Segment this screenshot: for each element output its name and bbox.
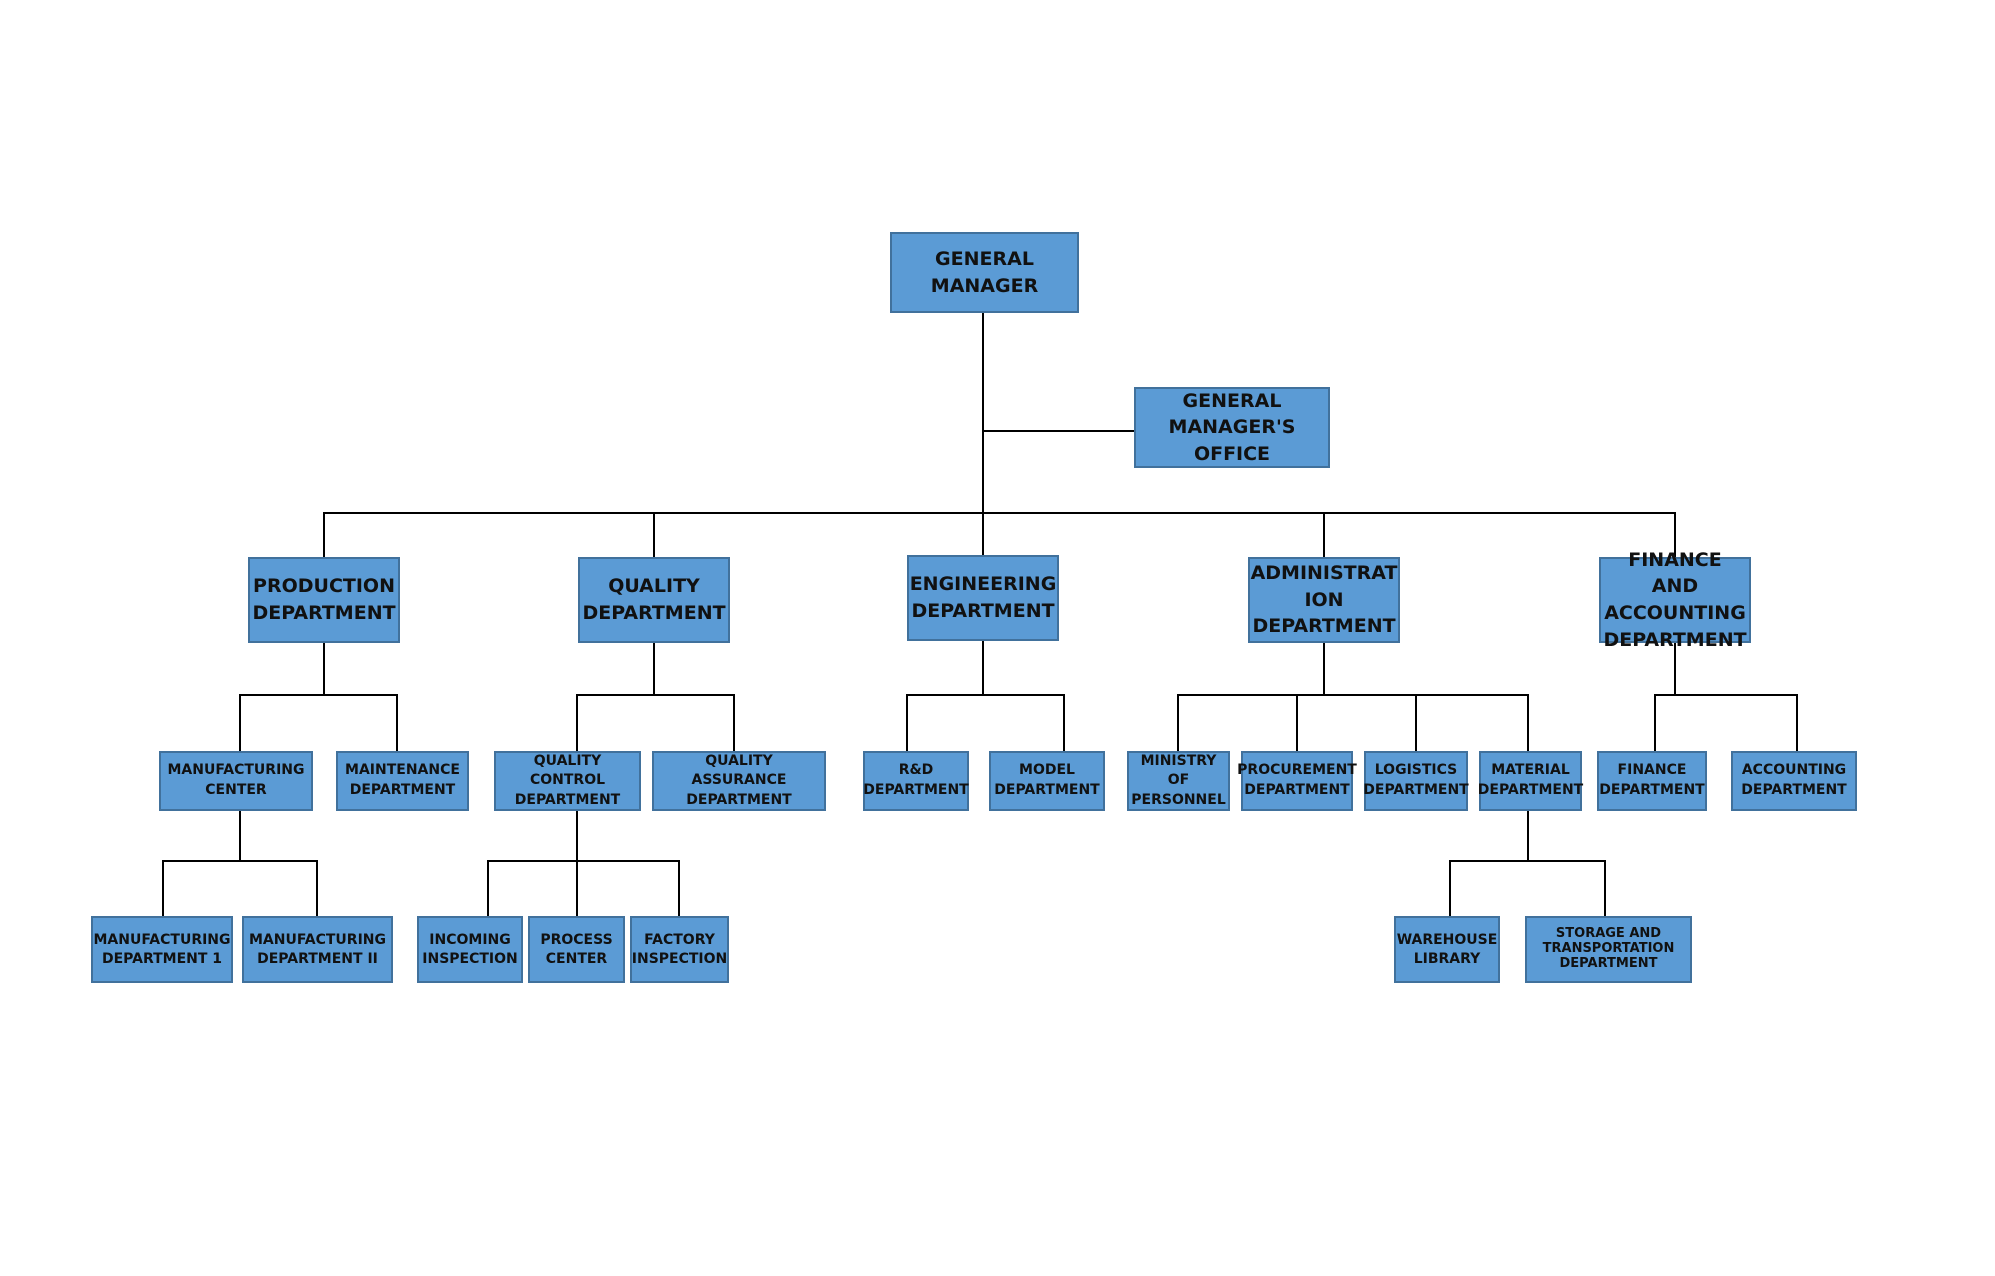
node-material-department: MATERIAL DEPARTMENT [1478,751,1583,811]
node-production-department: PRODUCTION DEPARTMENT [248,557,400,643]
node-incoming-inspection: INCOMING INSPECTION [417,916,523,983]
node-maintenance-department: MAINTENANCE DEPARTMENT [336,751,469,811]
node-logistics-department: LOGISTICS DEPARTMENT [1363,751,1469,811]
node-accounting-department: ACCOUNTING DEPARTMENT [1731,751,1857,811]
node-general-manager: GENERAL MANAGER [890,232,1079,313]
node-general-managers-office: GENERAL MANAGER'S OFFICE [1134,387,1330,468]
node-rd-department: R&D DEPARTMENT [863,751,969,811]
node-warehouse-library: WAREHOUSE LIBRARY [1394,916,1500,983]
node-administration-department: ADMINISTRAT ION DEPARTMENT [1248,557,1400,643]
node-manufacturing-center: MANUFACTURING CENTER [159,751,313,811]
node-model-department: MODEL DEPARTMENT [989,751,1105,811]
node-quality-control-department: QUALITY CONTROL DEPARTMENT [494,751,641,811]
node-finance-accounting-department: FINANCE AND ACCOUNTING DEPARTMENT [1599,549,1751,651]
node-quality-department: QUALITY DEPARTMENT [578,557,730,643]
node-process-center: PROCESS CENTER [528,916,625,983]
node-finance-department: FINANCE DEPARTMENT [1597,751,1707,811]
node-manufacturing-department-1: MANUFACTURING DEPARTMENT 1 [91,916,233,983]
node-quality-assurance-department: QUALITY ASSURANCE DEPARTMENT [652,751,826,811]
node-factory-inspection: FACTORY INSPECTION [630,916,729,983]
node-engineering-department: ENGINEERING DEPARTMENT [907,555,1059,641]
node-ministry-of-personnel: MINISTRY OF PERSONNEL [1127,751,1230,811]
node-procurement-department: PROCUREMENT DEPARTMENT [1237,751,1357,811]
node-manufacturing-department-2: MANUFACTURING DEPARTMENT II [242,916,393,983]
node-storage-transportation-department: STORAGE AND TRANSPORTATION DEPARTMENT [1525,916,1692,983]
